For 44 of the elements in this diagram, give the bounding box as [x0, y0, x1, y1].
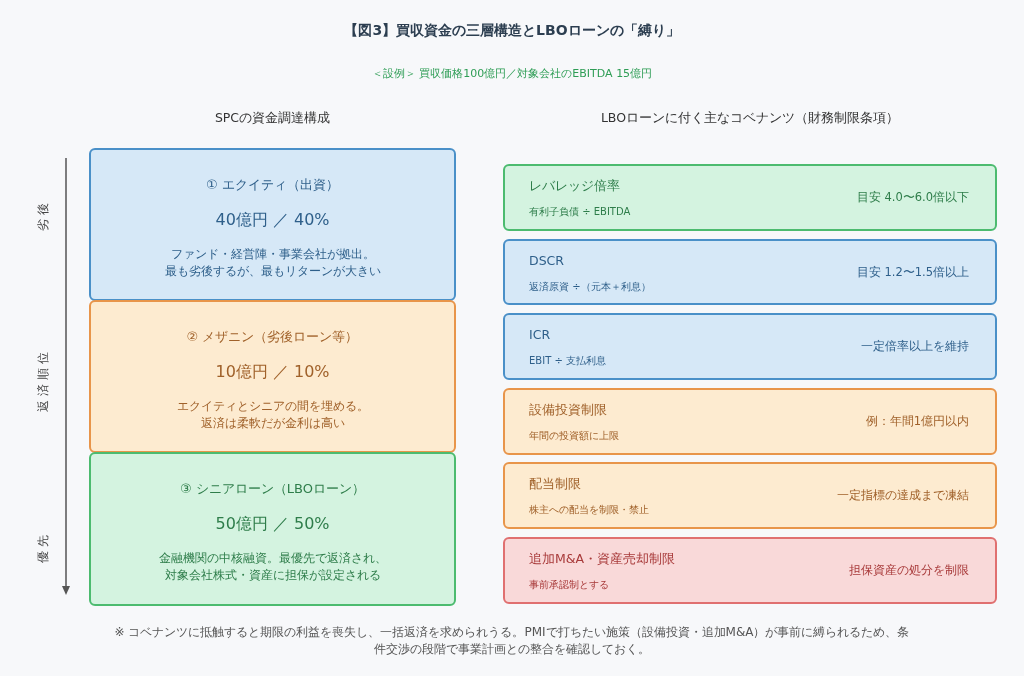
formula-text: 事前承認制とする — [529, 578, 609, 592]
column-heading: SPCの資金調達構成 — [213, 110, 332, 127]
funding-layer-box — [89, 452, 456, 606]
covenant-box — [503, 164, 997, 231]
formula-text: 有利子負債 ÷ EBITDA — [529, 205, 631, 219]
funding-layer-box — [89, 300, 456, 453]
axis-label: 劣後 — [34, 197, 51, 233]
amount-label: 50億円 ／ 50% — [215, 514, 330, 535]
amount-label: 40億円 ／ 40% — [215, 210, 330, 231]
covenant-name: 配当制限 — [529, 476, 581, 493]
covenant-box — [503, 313, 997, 380]
threshold-text: 担保資産の処分を制限 — [849, 563, 969, 578]
threshold-text: 一定指標の達成まで凍結 — [837, 488, 969, 503]
formula-text: EBIT ÷ 支払利息 — [529, 354, 606, 368]
layer-heading: ③ シニアローン（LBOローン） — [180, 480, 365, 498]
layer-heading: ① エクイティ（出資） — [206, 176, 339, 194]
covenant-box — [503, 239, 997, 305]
covenant-box — [503, 537, 997, 604]
covenant-name: ICR — [529, 327, 551, 342]
covenant-box — [503, 388, 997, 455]
axis-label: 返済順位 — [34, 346, 51, 414]
footnote: ※ コベナンツに抵触すると期限の利益を喪失し、一括返済を求められうる。PMIで打ちたい施策（設備投資・追加M&A）が事前に縛られるため、条件交渉の段階で事業計画との整合を確認しておく。 — [113, 624, 911, 658]
covenant-box — [503, 462, 997, 529]
column-heading: LBOローンに付く主なコベナンツ（財務制限条項） — [599, 110, 901, 127]
description: エクイティとシニアの間を埋める。返済は柔軟だが金利は高い — [175, 398, 370, 432]
layer-heading: ② メザニン（劣後ローン等） — [186, 328, 359, 346]
subtitle: ＜設例＞ 買収価格100億円／対象会社のEBITDA 15億円 — [370, 66, 654, 81]
formula-text: 株主への配当を制限・禁止 — [529, 503, 649, 517]
amount-label: 10億円 ／ 10% — [215, 362, 330, 383]
funding-layer-box — [89, 148, 456, 301]
covenant-name: レバレッジ倍率 — [529, 178, 620, 195]
title: 【図3】買収資金の三層構造とLBOローンの「縛り」 — [343, 22, 681, 40]
description: ファンド・経営陣・事業会社が拠出。最も劣後するが、最もリターンが大きい — [163, 246, 382, 280]
covenant-name: 設備投資制限 — [529, 402, 607, 419]
axis-label: 優先 — [34, 529, 51, 565]
covenant-name: DSCR — [529, 253, 564, 268]
formula-text: 返済原資 ÷（元本＋利息） — [529, 280, 651, 294]
threshold-text: 例：年間1億円以内 — [865, 414, 969, 429]
formula-text: 年間の投資額に上限 — [529, 429, 619, 443]
threshold-text: 一定倍率以上を維持 — [861, 339, 969, 354]
description: 金融機関の中核融資。最優先で返済され、対象会社株式・資産に担保が設定される — [157, 550, 388, 584]
threshold-text: 目安 4.0〜6.0倍以下 — [856, 190, 969, 205]
covenant-name: 追加M&A・資産売却制限 — [529, 551, 676, 568]
threshold-text: 目安 1.2〜1.5倍以上 — [856, 265, 969, 280]
